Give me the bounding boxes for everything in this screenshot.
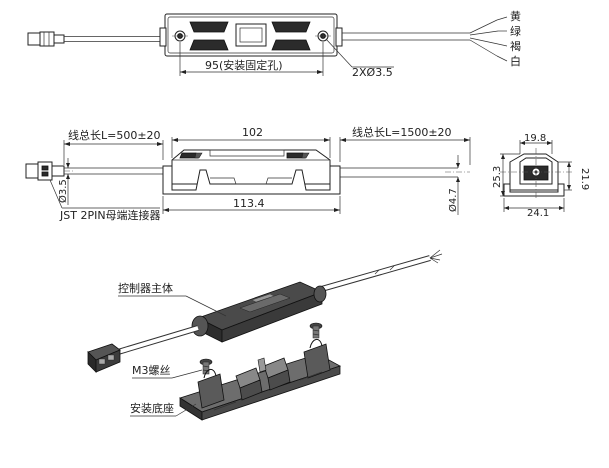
top-view: 黄 绿 褐 白 95(安装固定孔) 2XØ3.5 <box>27 9 521 79</box>
exploded-view: 控制器主体 M3螺丝 安装底座 <box>87 249 443 421</box>
dim-total-height: 25.3 <box>492 153 520 197</box>
top-left-cable <box>64 36 165 42</box>
label-screw-group: M3螺丝 <box>132 364 203 379</box>
end-view: 19.8 24.1 25.3 21.9 <box>492 133 590 219</box>
exploded-right-cable <box>317 249 443 293</box>
dim-bottom-width: 24.1 <box>503 198 565 219</box>
dim-body-height: 21.9 <box>558 161 590 191</box>
top-right-cable <box>342 16 508 62</box>
dim-right-cable-text: 线总长L=1500±20 <box>352 125 452 139</box>
dim-hole-spacing-text: 95(安装固定孔) <box>205 58 283 72</box>
dim-left-cable-text: 线总长L=500±20 <box>68 128 161 142</box>
dim-connector-dia-text: Ø3.5 <box>57 179 69 203</box>
dim-body-length: 102 <box>171 126 331 158</box>
exploded-controller <box>191 281 327 343</box>
label-screw: M3螺丝 <box>132 364 171 377</box>
wire-color-labels: 黄 绿 褐 白 <box>510 9 521 68</box>
dim-cable-dia-text: Ø4.7 <box>447 188 459 212</box>
wire-color-label: 绿 <box>510 24 521 38</box>
wire-color-label: 白 <box>510 54 521 68</box>
dim-holes: 2XØ3.5 <box>325 38 394 79</box>
exploded-screw-right <box>309 322 323 339</box>
dim-base-length: 113.4 <box>162 196 341 214</box>
top-connector <box>27 31 65 47</box>
dim-right-cable: 线总长L=1500±20 <box>339 125 471 165</box>
exploded-connector <box>87 343 121 373</box>
side-view: 线总长L=500±20 102 线总长L=1500±20 Ø3.5 <box>25 125 471 222</box>
label-controller: 控制器主体 <box>118 281 173 295</box>
dim-hole-spacing: 95(安装固定孔) <box>179 42 324 76</box>
side-connector <box>25 161 74 181</box>
label-controller-group: 控制器主体 <box>118 281 227 317</box>
dim-body-height-text: 21.9 <box>579 168 590 190</box>
wire-color-label: 褐 <box>510 39 521 53</box>
dim-connector-dia: Ø3.5 <box>57 158 70 205</box>
dim-base-length-text: 113.4 <box>233 197 265 210</box>
exploded-screw-left <box>199 358 213 375</box>
dim-top-width-text: 19.8 <box>524 133 546 144</box>
side-controller-body <box>162 149 341 195</box>
dim-holes-text: 2XØ3.5 <box>352 66 393 79</box>
dim-bottom-width-text: 24.1 <box>527 208 549 219</box>
exploded-base <box>179 339 341 421</box>
label-base-group: 安装底座 <box>130 401 197 417</box>
wire-color-label: 黄 <box>510 9 521 23</box>
dim-cable-dia: Ø4.7 <box>447 155 460 215</box>
dim-body-length-text: 102 <box>242 126 263 139</box>
dim-left-cable: 线总长L=500±20 <box>63 128 164 165</box>
connector-label: JST 2PIN母端连接器 <box>59 209 161 222</box>
label-base: 安装底座 <box>130 401 174 415</box>
dim-top-width: 19.8 <box>519 133 553 154</box>
dim-total-height-text: 25.3 <box>492 166 503 188</box>
connector-label-group: JST 2PIN母端连接器 <box>49 179 161 222</box>
top-controller-body <box>159 13 343 57</box>
